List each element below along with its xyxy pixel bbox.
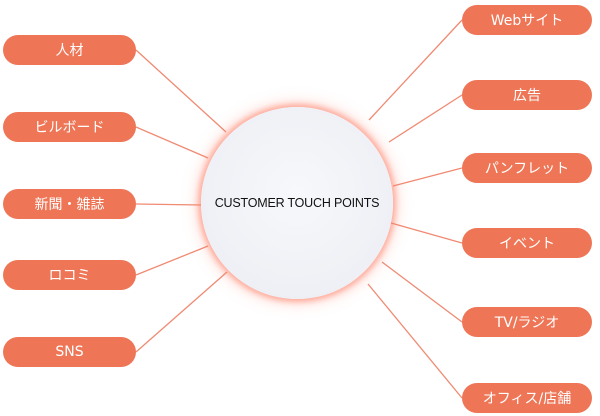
- node-pamphlet: パンフレット: [462, 153, 592, 183]
- node-advertising: 広告: [462, 80, 592, 110]
- connector-left-5: [135, 271, 228, 353]
- node-word-of-mouth: ロコミ: [3, 260, 136, 290]
- connector-right-4: [390, 222, 463, 244]
- connector-left-2: [135, 126, 209, 159]
- connector-left-4: [135, 245, 209, 276]
- connector-right-2: [388, 94, 463, 143]
- center-hub: CUSTOMER TOUCH POINTS: [201, 107, 393, 299]
- node-sns: SNS: [3, 337, 136, 367]
- connector-left-3: [135, 203, 202, 206]
- connector-right-6: [367, 283, 463, 399]
- node-event: イベント: [462, 228, 592, 258]
- connector-left-1: [135, 49, 227, 133]
- connector-right-1: [368, 19, 463, 121]
- node-newspaper-magazine: 新聞・雑誌: [3, 189, 136, 219]
- node-office-store: オフィス/店舗: [462, 383, 592, 413]
- connector-right-3: [392, 167, 463, 187]
- node-jinzai: 人材: [3, 35, 136, 65]
- connector-right-5: [381, 261, 463, 323]
- node-website: Webサイト: [462, 5, 592, 35]
- node-billboard: ビルボード: [3, 112, 136, 142]
- node-tv-radio: TV/ラジオ: [462, 307, 592, 337]
- center-hub-label: CUSTOMER TOUCH POINTS: [214, 196, 380, 210]
